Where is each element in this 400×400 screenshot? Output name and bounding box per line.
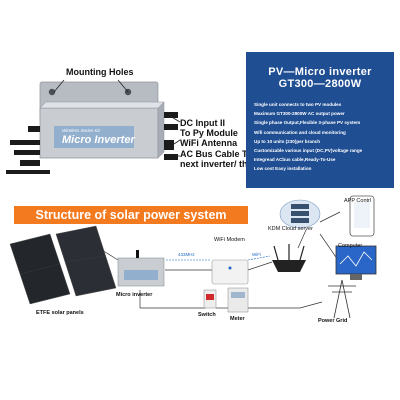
structure-banner: Structure of solar power system: [14, 206, 248, 224]
spec-title: PV—Micro inverter: [268, 66, 372, 78]
label-frequency: 433MHz: [178, 252, 195, 257]
micro-inverter-product-image: [6, 79, 181, 174]
spec-item: Wifi communication and cloud monitoring: [254, 129, 346, 135]
callout-dc-input-1: DC Input II: [180, 118, 225, 128]
computer: [335, 245, 377, 280]
callout-mounting-holes: Mounting Holes: [66, 67, 134, 77]
label-switch: Switch: [198, 312, 216, 318]
label-micro-inverter: Micro inverter: [116, 292, 153, 298]
spec-item: Single unit connects to two PV modules: [254, 102, 342, 107]
callout-dc-input-2: To Py Module: [180, 128, 238, 138]
callout-ac-bus-2: next inverter/ the Grid: [180, 159, 274, 169]
spec-model: GT300—2800W: [278, 78, 362, 90]
spec-item: Low cost Easy installation: [254, 166, 312, 172]
label-computer: Computer: [338, 243, 363, 249]
label-cloud-server: KDM Cloud server: [268, 226, 313, 232]
callout-wifi-antenna: WiFi Antenna: [180, 138, 238, 148]
spec-item: Integread ACbus cable,Ready-To-Use: [254, 157, 336, 163]
label-power-grid: Power Grid: [318, 318, 348, 324]
label-meter: Meter: [230, 316, 245, 322]
label-app-control: APP Contrl: [344, 198, 372, 204]
callout-ac-bus-1: AC Bus Cable To: [180, 149, 253, 159]
spec-list: Single unit connects to two PV modules M…: [254, 100, 394, 174]
wifi-modem: [211, 259, 249, 285]
system-diagram: [9, 195, 377, 319]
label-wifi-modem: WiFi Modem: [214, 237, 245, 243]
solar-panels: [9, 225, 117, 305]
label-wifi: WiFi: [252, 252, 261, 257]
inverter-name-text: Micro Inverter: [62, 134, 135, 146]
inverter-label-panel: [54, 126, 134, 148]
spec-item: Up to 10 units (230)per branch: [254, 138, 321, 144]
micro-inverter-small: [117, 250, 165, 287]
switch: [203, 289, 217, 309]
spec-item: Customizable various input (DC,PV)voltag…: [254, 148, 363, 154]
router: [272, 244, 306, 272]
cloud-server: [279, 199, 321, 229]
power-grid-tower: [328, 279, 356, 319]
phone: [349, 195, 375, 237]
spec-box: PV—Micro inverter GT300—2800W Single uni…: [246, 52, 394, 188]
spec-item: Maximum GT300-2800W AC output power: [254, 111, 345, 117]
banner-title: Structure of solar power system: [35, 208, 227, 222]
spec-item: Single phase Output,Flexible 3-phase PV …: [254, 120, 361, 126]
inverter-brand-text: Wireless Series Kit: [62, 128, 100, 133]
mounting-hole-left: [48, 88, 56, 96]
label-solar-panels: ETFE solar panels: [36, 310, 84, 316]
meter: [227, 287, 249, 313]
